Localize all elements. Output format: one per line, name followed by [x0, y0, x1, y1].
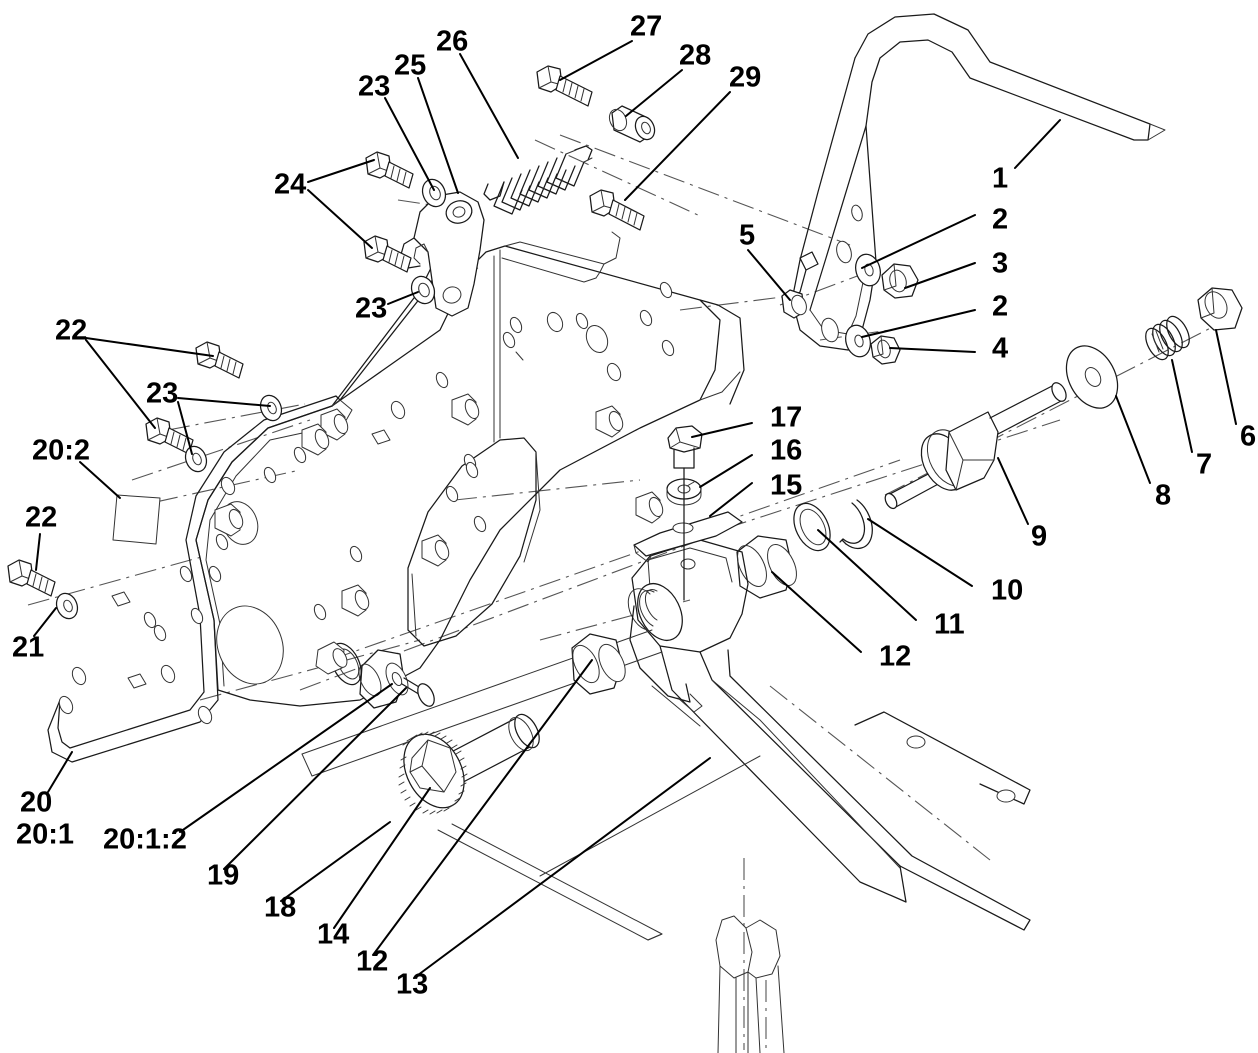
split-lock-washer-23-left-upper	[259, 394, 283, 422]
callout-labels: 1 2 3 2 4 5 6 7 8 9 10 11 12 15 16 17 13…	[12, 11, 1256, 1001]
spring-anchor-plate	[399, 191, 485, 317]
callout-23-c: 23	[355, 293, 387, 325]
callout-12-right: 12	[879, 641, 911, 673]
decal-label-20-2	[112, 494, 161, 545]
fork-linkage-bottom	[715, 915, 785, 1053]
callout-2-a: 2	[992, 204, 1008, 236]
callout-27: 27	[630, 11, 662, 43]
callout-12-bottom: 12	[356, 946, 388, 978]
flat-washer-2-lower	[845, 324, 871, 358]
flat-bracket-strap-15	[633, 511, 743, 563]
pivot-sleeve-19	[358, 649, 435, 709]
callout-3: 3	[992, 248, 1008, 280]
callout-20-1-2: 20:1:2	[103, 824, 187, 856]
callout-11: 11	[934, 609, 965, 641]
callout-8: 8	[1155, 480, 1171, 512]
split-lock-washer-23-upper	[421, 178, 447, 208]
hex-cap-screw-24-lower	[363, 235, 412, 273]
stepped-spacer-28	[608, 105, 656, 143]
callout-22-c: 22	[25, 502, 57, 534]
callout-14: 14	[317, 919, 349, 951]
large-flat-washer-8	[1065, 345, 1119, 409]
callout-19: 19	[207, 860, 239, 892]
o-ring-11	[793, 502, 831, 552]
hex-head-bolt-17	[667, 425, 703, 601]
flat-washer-2-upper	[855, 253, 881, 287]
callout-6: 6	[1240, 421, 1256, 453]
hex-nut-6	[1197, 287, 1243, 331]
clamp-housing-arm	[627, 539, 1031, 931]
callout-20: 20	[20, 787, 52, 819]
callout-24: 24	[274, 169, 306, 201]
retaining-ring-10	[839, 499, 873, 550]
callout-20-1: 20:1	[16, 819, 74, 851]
callout-13: 13	[396, 969, 428, 1001]
compression-spring-7	[1145, 315, 1190, 361]
hex-bolt-long-27	[536, 65, 593, 107]
callout-1: 1	[992, 163, 1008, 195]
callout-21: 21	[12, 632, 44, 664]
handle-bar	[787, 13, 1166, 351]
bushing-12-left	[571, 633, 626, 695]
callout-5: 5	[739, 220, 755, 252]
lock-nut-4	[870, 335, 901, 365]
frame-boss-group	[214, 393, 664, 617]
knurled-knob-14	[398, 713, 540, 815]
callout-23-d: 23	[358, 71, 390, 103]
callout-17: 17	[770, 402, 802, 434]
callout-29: 29	[729, 62, 761, 94]
hex-bolt-22-bottom	[7, 559, 56, 597]
extension-spring	[483, 145, 593, 215]
hex-bolt-22-lower	[145, 417, 194, 455]
leader-lines	[33, 40, 1237, 979]
lock-washer-21	[55, 592, 79, 620]
callout-20-2: 20:2	[32, 435, 90, 467]
callout-4: 4	[992, 333, 1008, 365]
callout-18: 18	[264, 892, 296, 924]
hex-bolt-medium-29	[589, 189, 645, 231]
frame-bushing-20-1-2	[315, 641, 362, 686]
callout-15: 15	[770, 470, 802, 502]
callout-23-left: 23	[146, 378, 178, 410]
callout-28: 28	[679, 40, 711, 72]
hex-bolt-22-upper	[195, 341, 244, 379]
main-frame-plate	[47, 213, 745, 763]
rail-bar-13	[437, 755, 761, 941]
callout-22-a: 22	[55, 315, 87, 347]
callout-10: 10	[991, 575, 1023, 607]
callout-2-b: 2	[992, 291, 1008, 323]
lock-nut-3	[881, 263, 919, 299]
callout-16: 16	[770, 435, 802, 467]
hex-cap-screw-24-upper	[365, 151, 414, 189]
callout-9: 9	[1031, 521, 1047, 553]
callout-7: 7	[1196, 449, 1212, 481]
callout-25: 25	[394, 50, 426, 82]
centerlines	[27, 134, 1231, 1050]
shoulder-shaft-9	[884, 382, 1067, 510]
callout-26: 26	[436, 26, 468, 58]
